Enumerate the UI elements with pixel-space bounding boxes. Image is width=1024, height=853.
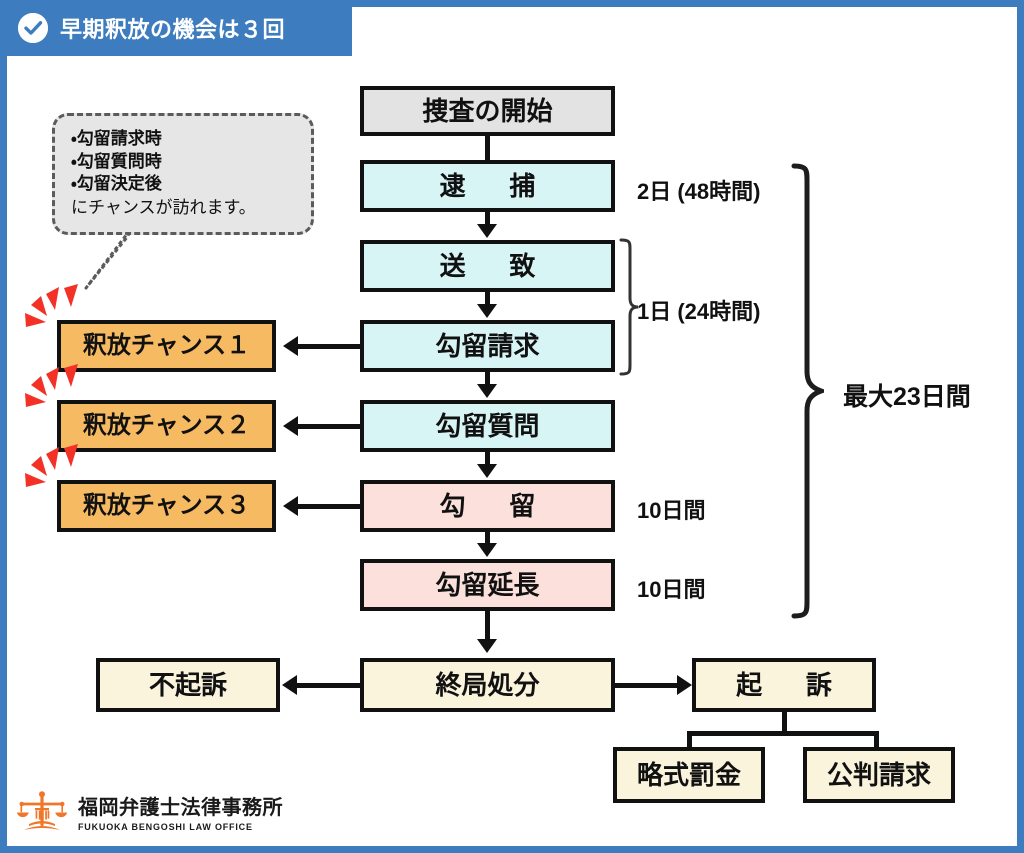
connector-start-to-arrest — [485, 136, 490, 160]
arrow-detention-to-chance3 — [283, 496, 298, 516]
flow-box-detention-questioning: 勾留質問 — [360, 400, 615, 452]
connector-questioning-to-detention — [485, 452, 490, 466]
connector-detention-to-chance3 — [298, 504, 360, 509]
arrow-disposition-to-prosecution — [677, 675, 692, 695]
flow-box-label: 略式罰金 — [636, 759, 741, 790]
arrow-request-to-questioning — [477, 384, 497, 398]
connector-prosecution-to-fine — [687, 731, 692, 749]
flow-box-non-prosecution: 不起訴 — [96, 658, 280, 712]
release-chance-label: 釈放チャンス１ — [82, 331, 251, 359]
connector-extension-to-disposition — [485, 611, 490, 641]
arrow-extension-to-disposition — [477, 639, 497, 653]
connector-prosecution-bus — [687, 731, 879, 736]
arrow-questioning-to-detention — [477, 464, 497, 478]
flow-box-label: 起 訴 — [736, 669, 841, 700]
connector-transfer-to-request — [485, 292, 490, 306]
bubble-footer: にチャンスが訪れます。 — [71, 197, 256, 217]
note-total-period: 最大23日間 — [843, 383, 971, 411]
bubble-item-2: 勾留質問時 — [71, 151, 301, 174]
connector-arrest-to-transfer — [485, 212, 490, 226]
connector-request-to-questioning — [485, 372, 490, 386]
release-chance-box-2: 釈放チャンス２ — [57, 400, 276, 452]
arrow-disposition-to-nonprosecution — [282, 675, 297, 695]
sparkle-burst-icon-1 — [25, 284, 78, 327]
flow-box-detention-request: 勾留請求 — [360, 320, 615, 372]
flow-box-prosecution: 起 訴 — [692, 658, 876, 712]
law-office-logo: 福岡弁護士法律事務所 FUKUOKA BENGOSHI LAW OFFICE — [16, 790, 283, 840]
flow-box-label: 公判請求 — [826, 759, 931, 790]
sparkle-burst-icon-2 — [25, 364, 78, 407]
sparkle-burst-icon-3 — [25, 444, 78, 487]
bubble-item-1: 勾留請求時 — [71, 128, 301, 151]
logo-text: 福岡弁護士法律事務所 FUKUOKA BENGOSHI LAW OFFICE — [78, 797, 283, 833]
header-banner: 早期釈放の機会は３回 — [0, 0, 352, 56]
logo-name-en: FUKUOKA BENGOSHI LAW OFFICE — [78, 822, 253, 832]
flow-box-transfer: 送 致 — [360, 240, 615, 292]
bubble-list: 勾留請求時 勾留質問時 勾留決定後 — [71, 128, 301, 196]
connector-prosecution-stem — [782, 712, 787, 734]
note-extension-period: 10日間 — [637, 577, 706, 602]
flow-box-final-disposition: 終局処分 — [360, 658, 615, 712]
flow-box-trial-request: 公判請求 — [803, 747, 955, 803]
connector-questioning-to-chance2 — [298, 424, 360, 429]
release-chance-box-1: 釈放チャンス１ — [57, 320, 276, 372]
flow-box-label: 不起訴 — [148, 669, 227, 700]
check-circle-icon — [18, 13, 48, 43]
scales-of-justice-icon — [16, 790, 68, 840]
flow-box-label: 勾留請求 — [435, 330, 540, 361]
arrow-questioning-to-chance2 — [283, 416, 298, 436]
connector-disposition-to-prosecution — [615, 683, 677, 688]
release-chance-label: 釈放チャンス３ — [82, 491, 251, 519]
connector-detention-to-extension — [485, 532, 490, 545]
flow-box-label: 勾留延長 — [435, 569, 540, 600]
arrow-request-to-chance1 — [283, 336, 298, 356]
note-detention-period: 10日間 — [637, 498, 706, 523]
note-arrest-period: 2日 (48時間) — [637, 179, 761, 204]
flow-box-detention: 勾 留 — [360, 480, 615, 532]
header-title: 早期釈放の機会は３回 — [60, 17, 286, 42]
info-bubble: 勾留請求時 勾留質問時 勾留決定後 にチャンスが訪れます。 — [52, 113, 314, 235]
bubble-item-3: 勾留決定後 — [71, 173, 301, 196]
brace-total-period — [791, 163, 824, 619]
brace-transfer-request — [619, 238, 639, 376]
flow-box-label: 捜査の開始 — [422, 95, 553, 126]
flow-box-summary-fine: 略式罰金 — [613, 747, 765, 803]
flow-box-label: 送 致 — [439, 250, 545, 281]
release-chance-label: 釈放チャンス２ — [82, 411, 251, 439]
arrow-arrest-to-transfer — [477, 224, 497, 238]
flow-box-label: 終局処分 — [435, 669, 540, 700]
arrow-transfer-to-request — [477, 304, 497, 318]
flow-box-label: 勾 留 — [439, 490, 545, 521]
flow-box-label: 勾留質問 — [435, 410, 540, 441]
note-transfer-period: 1日 (24時間) — [637, 299, 761, 324]
logo-name-ja: 福岡弁護士法律事務所 — [78, 797, 283, 819]
connector-disposition-to-nonprosecution — [297, 683, 360, 688]
flow-box-label: 逮 捕 — [439, 170, 545, 201]
connector-prosecution-to-trial — [874, 731, 879, 749]
arrow-detention-to-extension — [477, 543, 497, 557]
flow-box-investigation-start: 捜査の開始 — [360, 86, 615, 136]
release-chance-box-3: 釈放チャンス３ — [57, 480, 276, 532]
flow-box-arrest: 逮 捕 — [360, 160, 615, 212]
flow-box-detention-extension: 勾留延長 — [360, 559, 615, 611]
connector-request-to-chance1 — [298, 344, 360, 349]
